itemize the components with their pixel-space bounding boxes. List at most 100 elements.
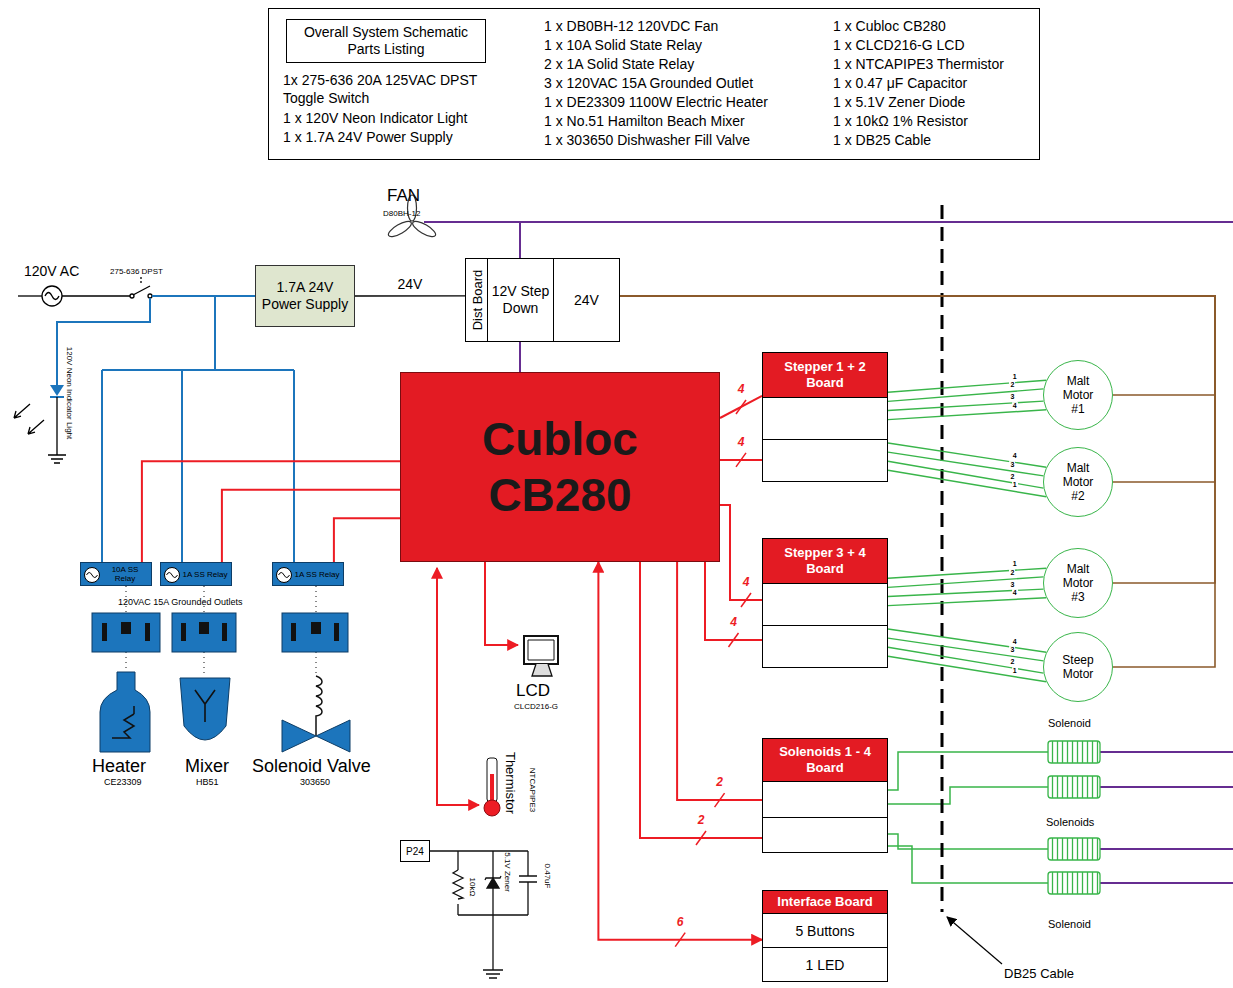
connector: [888, 629, 1046, 652]
stepper-board: Stepper 3 + 4 Board: [762, 538, 888, 668]
node-text: 2 x 1A Solid State Relay: [544, 55, 829, 73]
node-text: 5 Buttons: [763, 913, 887, 947]
node-text: 10A SS Relay: [102, 565, 148, 583]
edge-label: 4: [1012, 402, 1018, 410]
node-text: 1 x DB0BH-12 120VDC Fan: [544, 17, 829, 35]
node-text: 1 LED: [763, 947, 887, 981]
outlets: [92, 613, 348, 652]
24v-section: 24V: [553, 259, 619, 341]
part-label: Solenoids: [1046, 816, 1094, 829]
part-label: HB51: [196, 777, 219, 787]
part-label: Mixer: [185, 756, 229, 777]
connector: [222, 490, 400, 562]
title-box: Overall System Schematic Parts Listing: [286, 19, 486, 63]
node-text: 1 x 1.7A 24V Power Supply: [283, 128, 533, 146]
board-section: [763, 781, 887, 817]
part-label: LCD: [516, 681, 550, 701]
node-text: P24: [406, 846, 424, 857]
edge-label: 2: [1009, 658, 1015, 666]
edge-label: 3: [1009, 581, 1015, 589]
part-label: Heater: [92, 756, 146, 777]
bus-slash: [715, 793, 725, 807]
part-label: 120V Neon Indicator Light: [64, 347, 73, 440]
node-text: 12V Step Down: [490, 283, 551, 317]
node-text: 1.7A 24V Power Supply: [259, 279, 351, 313]
ss-relay: 1A SS Relay: [272, 562, 344, 586]
ss-relay: 10A SS Relay: [80, 562, 152, 586]
board-title: Stepper 3 + 4 Board: [763, 539, 887, 583]
edge-label: 2: [697, 814, 706, 827]
board-section: [763, 817, 887, 853]
node-text: Overall System Schematic Parts Listing: [293, 24, 479, 58]
part-label: 120VAC 15A Grounded Outlets: [118, 597, 242, 607]
bus-slash: [696, 831, 706, 845]
edge-label: 4: [1012, 453, 1018, 461]
node-text: 1x 275-636 20A 125VAC DPST Toggle Switch: [283, 71, 498, 107]
part-label: FAN: [387, 186, 420, 206]
edge-label: 4: [1012, 590, 1018, 598]
connector: [142, 461, 400, 562]
connector: [888, 638, 1044, 661]
connector: [640, 562, 762, 838]
solenoid-board: Solenoids 1 - 4 Board: [762, 738, 888, 853]
power-supply: 1.7A 24V Power Supply: [255, 265, 355, 327]
ac-symbol: [275, 566, 293, 584]
connector: [888, 577, 1044, 588]
connector: [677, 562, 762, 800]
part-label: D80BH-12: [383, 209, 420, 218]
supply-box: P24: [400, 840, 430, 862]
node-text: Steep Motor: [1057, 653, 1099, 681]
heater-icon: [100, 672, 150, 752]
part-label: Solenoid: [1048, 918, 1091, 931]
node-text: 1 x 303650 Dishwasher Fill Valve: [544, 131, 829, 149]
node-text: 1 x NTCAPIPE3 Thermistor: [833, 55, 1038, 73]
connector: [888, 598, 1046, 606]
node-text: 1 x 0.47 μF Capacitor: [833, 74, 1038, 92]
edge-label: 3: [1009, 393, 1015, 401]
part-label: Solenoid: [1048, 717, 1091, 730]
connector: [888, 470, 1046, 497]
edge-label: 3: [1009, 647, 1015, 655]
dist-board: Dist Board12V Step Down24V: [465, 258, 620, 342]
edge-label: 2: [715, 777, 724, 790]
bus-slash: [741, 593, 751, 607]
connector: [598, 562, 762, 940]
ac-source: [18, 276, 152, 306]
part-label: CLCD216-G: [514, 702, 558, 711]
solenoid-wiring: [888, 752, 1048, 883]
connector: [888, 410, 1046, 420]
node-text: 1 x DB25 Cable: [833, 131, 1038, 149]
part-label: 0.47uF: [542, 864, 551, 889]
part-label: 5.1V Zener: [502, 852, 511, 892]
motor-circle: Malt Motor #1: [1043, 360, 1113, 430]
board-title: Solenoids 1 - 4 Board: [763, 739, 887, 781]
connector: [519, 341, 521, 372]
board-section: [763, 439, 887, 481]
parts-list: 1x 275-636 20A 125VAC DPST Toggle Switch…: [268, 8, 1040, 160]
connector: [705, 562, 762, 640]
connector: [888, 401, 1044, 410]
edge-label: 2: [1009, 569, 1015, 577]
edge-label: 2: [1009, 382, 1015, 390]
solenoid-valve-icon: [282, 676, 350, 752]
edge-label: 1: [1012, 373, 1018, 381]
part-label: 10kΩ: [467, 878, 476, 897]
mains-wiring: [57, 296, 294, 562]
part-label: Thermistor: [503, 752, 518, 814]
node-text: 1 x Cubloc CB280: [833, 17, 1038, 35]
bus-slash: [728, 633, 738, 647]
node-text: Malt Motor #3: [1057, 562, 1099, 604]
board-title: Stepper 1 + 2 Board: [763, 353, 887, 397]
node-text: 1 x 10kΩ 1% Resistor: [833, 112, 1038, 130]
ss-relay: 1A SS Relay: [160, 562, 232, 586]
part-label: DB25 Cable: [1004, 967, 1074, 982]
edge-label: 1: [1012, 482, 1018, 490]
node-text: 1 x CLCD216-G LCD: [833, 36, 1038, 54]
connector: [888, 656, 1046, 682]
edge-label: 2: [1009, 473, 1015, 481]
connector: [888, 568, 1046, 578]
motor-circle: Steep Motor: [1043, 632, 1113, 702]
ac-symbol: [163, 566, 181, 584]
